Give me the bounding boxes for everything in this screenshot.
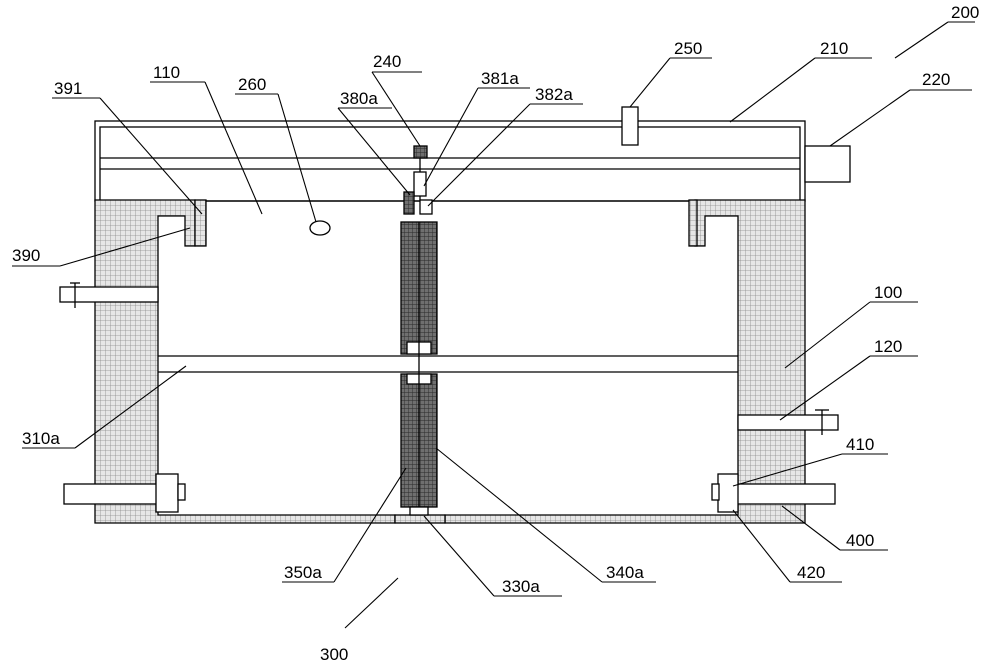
right-lower-pipe-400 <box>711 473 836 513</box>
right-upper-pipe-120 <box>737 409 839 435</box>
label-380a: 380a <box>340 89 378 108</box>
bracket-391 <box>194 199 207 247</box>
outlet-260 <box>309 220 331 236</box>
label-340a: 340a <box>606 563 644 582</box>
center-block-240 <box>413 145 428 159</box>
label-300: 300 <box>320 645 348 664</box>
label-390: 390 <box>12 246 40 265</box>
left-lower-pipe <box>63 473 186 513</box>
label-200: 200 <box>951 3 979 22</box>
label-100: 100 <box>874 283 902 302</box>
label-260: 260 <box>238 75 266 94</box>
label-110: 110 <box>153 63 180 82</box>
center-partition <box>400 158 438 516</box>
label-410: 410 <box>846 435 874 454</box>
label-310a: 310a <box>22 429 60 448</box>
label-220: 220 <box>922 70 950 89</box>
horizontal-rod-310a <box>158 355 738 373</box>
label-250: 250 <box>674 39 702 58</box>
leader-lines <box>12 21 975 629</box>
bracket-right <box>688 199 698 247</box>
label-391: 391 <box>54 79 82 98</box>
label-330a: 330a <box>502 577 540 596</box>
label-400: 400 <box>846 531 874 550</box>
label-210: 210 <box>820 39 848 58</box>
left-upper-pipe <box>59 282 159 308</box>
reference-labels: 200 250 210 240 381a 382a 380a 110 260 3… <box>12 3 979 664</box>
label-120: 120 <box>874 337 902 356</box>
side-pipe-220 <box>804 145 851 183</box>
label-420: 420 <box>797 563 825 582</box>
label-350a: 350a <box>284 563 322 582</box>
label-381a: 381a <box>481 69 519 88</box>
tank-body-100 <box>94 199 806 524</box>
label-240: 240 <box>373 52 401 71</box>
top-valve-250 <box>621 106 639 146</box>
label-382a: 382a <box>535 85 573 104</box>
top-frame-210 <box>94 120 806 202</box>
